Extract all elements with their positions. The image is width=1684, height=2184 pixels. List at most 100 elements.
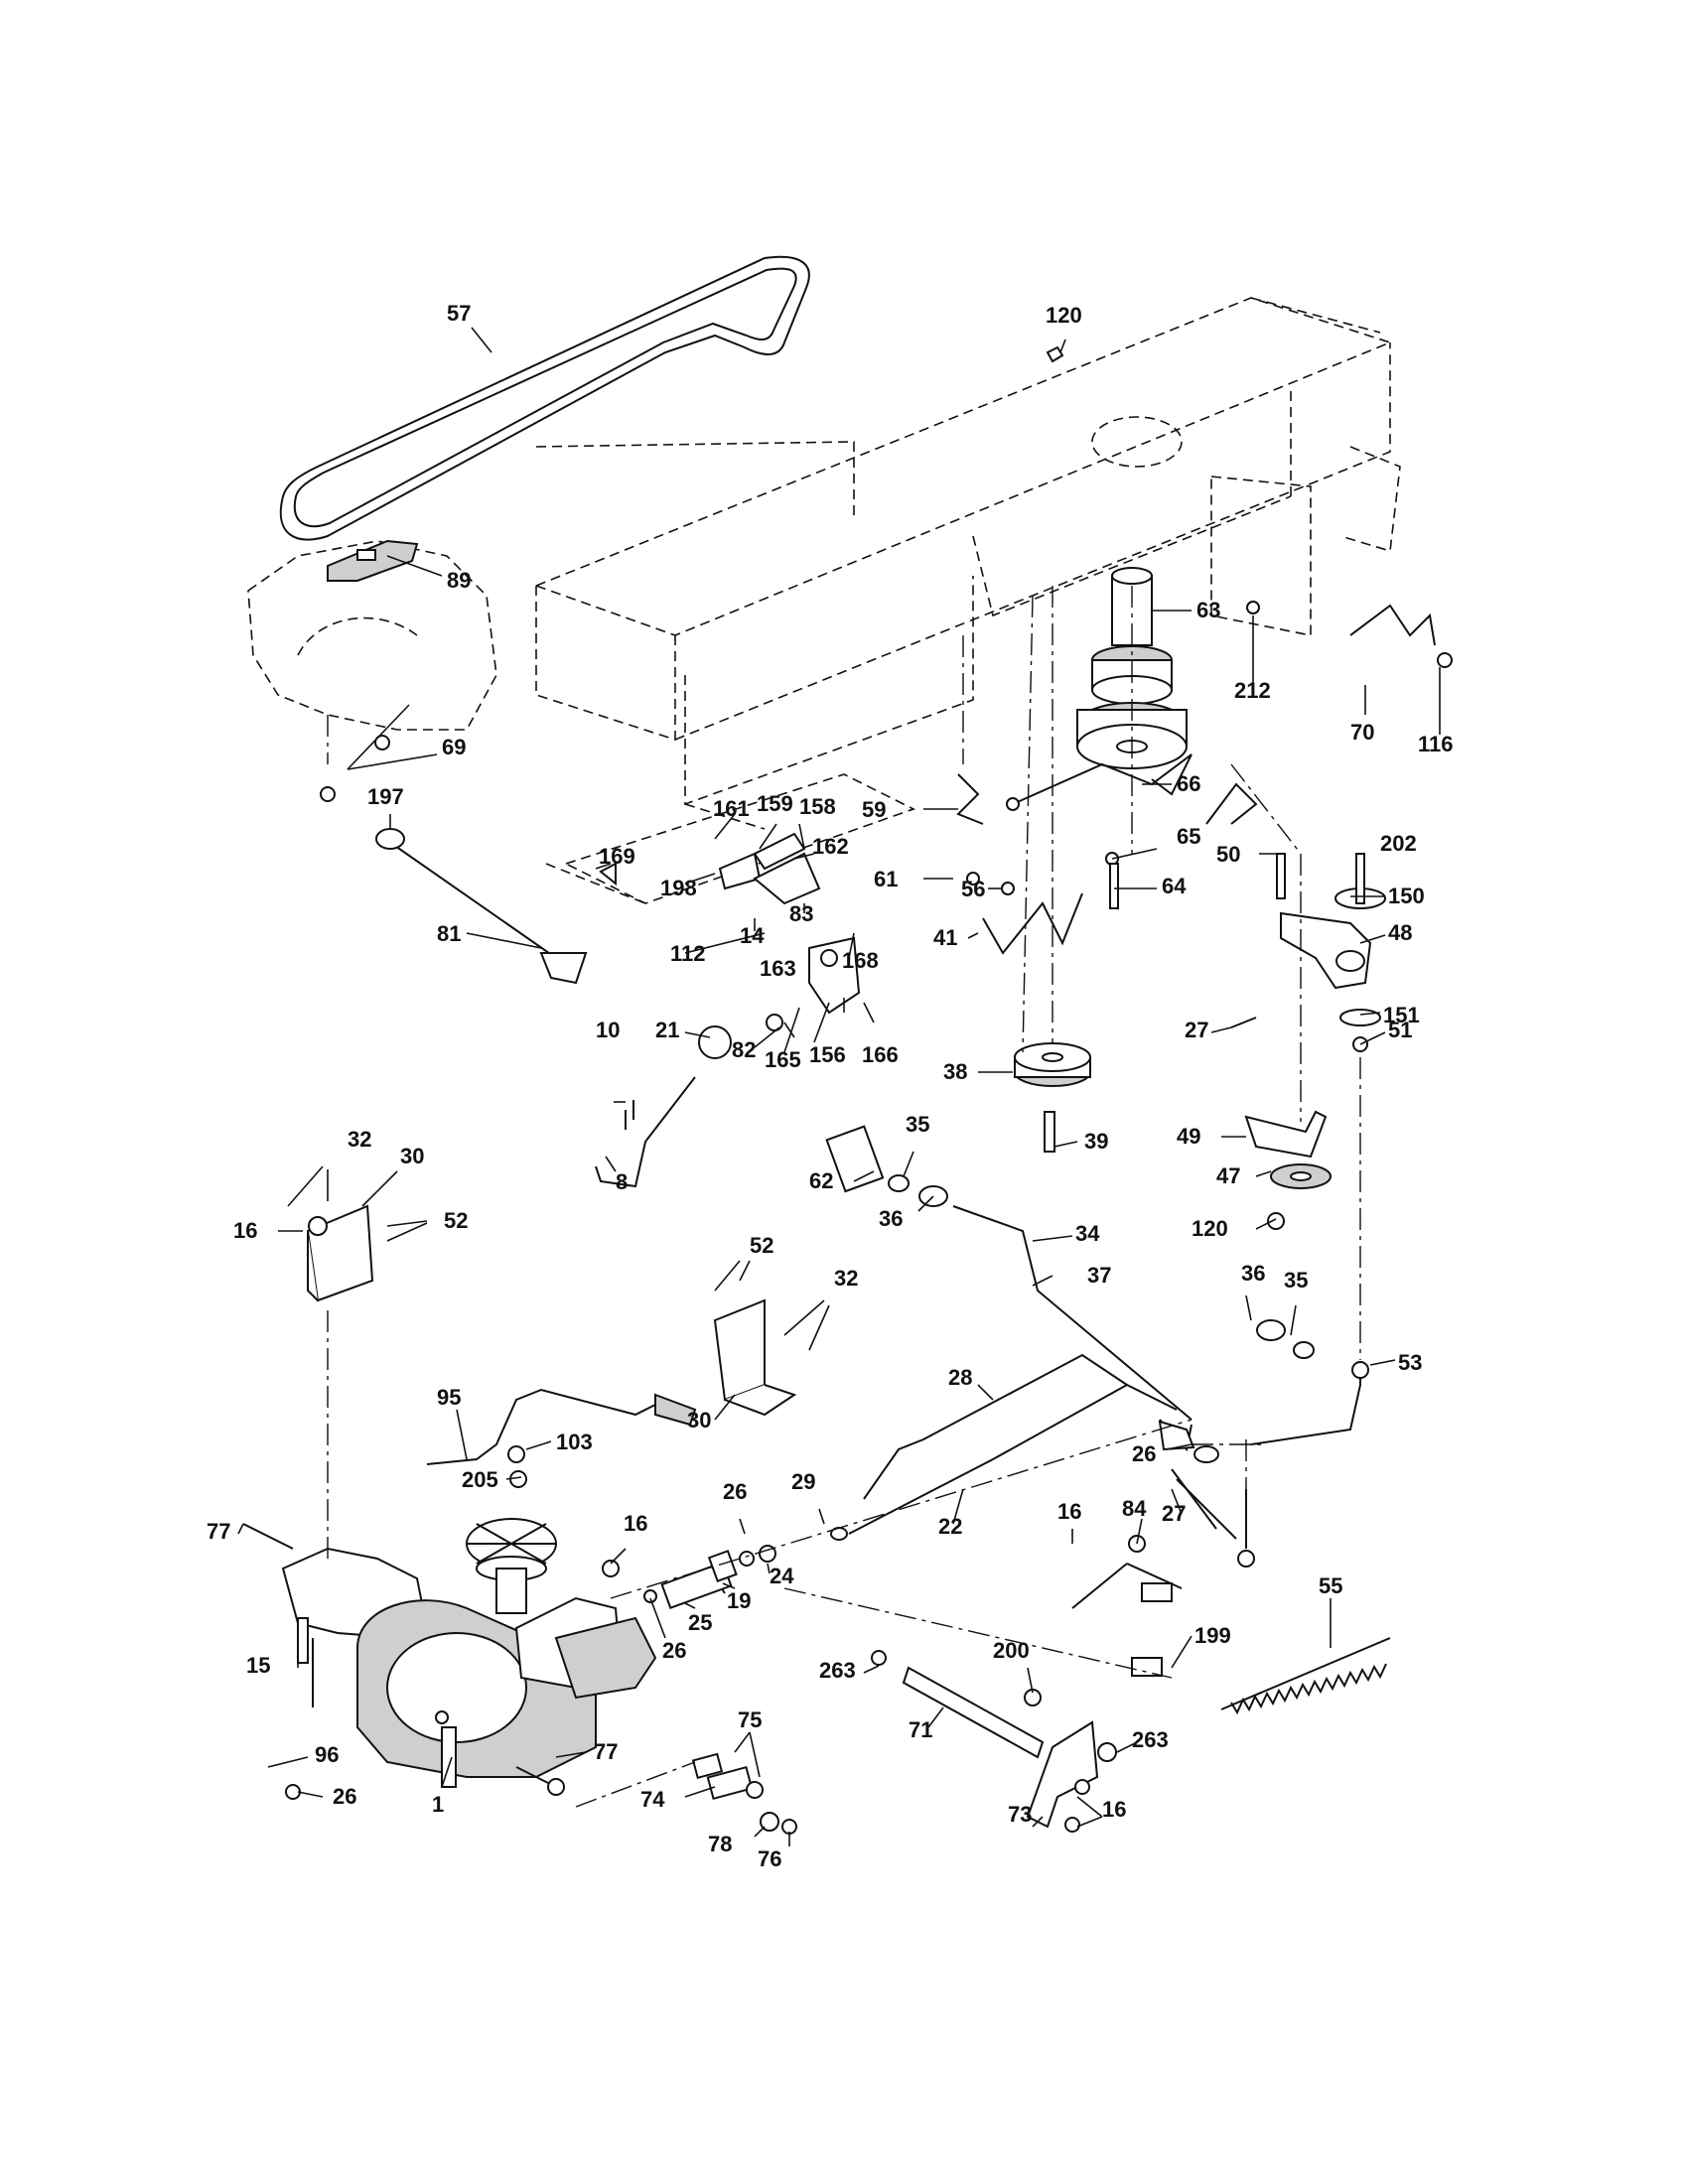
label-168: 168 — [842, 948, 879, 973]
label-51: 51 — [1388, 1018, 1412, 1042]
label-47: 47 — [1216, 1163, 1240, 1188]
rods-and-levers — [375, 828, 732, 1188]
label-77-right: 77 — [594, 1739, 618, 1764]
label-65: 65 — [1177, 824, 1200, 849]
link-84 — [1071, 1535, 1183, 1677]
label-120-lower: 120 — [1192, 1216, 1228, 1241]
cross-shaft-34 — [825, 1125, 1315, 1452]
label-16-right: 16 — [1057, 1499, 1081, 1524]
spring-55 — [1220, 1637, 1391, 1715]
label-61: 61 — [874, 867, 898, 891]
label-26-upper: 26 — [723, 1479, 747, 1504]
label-35-right: 35 — [1284, 1268, 1308, 1293]
label-83: 83 — [789, 901, 813, 926]
label-29: 29 — [791, 1469, 815, 1494]
chassis-frame — [247, 297, 1401, 904]
label-15: 15 — [246, 1653, 270, 1678]
idler-pulley-38 — [1014, 1042, 1091, 1153]
label-202: 202 — [1380, 831, 1417, 856]
motion-brackets-30 — [306, 1204, 797, 1417]
label-37: 37 — [1087, 1263, 1111, 1288]
label-26-lower: 26 — [662, 1638, 686, 1663]
label-10: 10 — [596, 1018, 620, 1042]
label-263-right: 263 — [1132, 1727, 1169, 1752]
label-22: 22 — [938, 1514, 962, 1539]
label-35-upper: 35 — [906, 1112, 929, 1137]
shift-rod-95 — [426, 1388, 697, 1488]
drive-belt-57 — [279, 255, 810, 541]
label-151: 151 — [1383, 1003, 1420, 1027]
label-78: 78 — [708, 1832, 732, 1856]
linkage-rods — [830, 1353, 1369, 1568]
label-38: 38 — [943, 1059, 967, 1084]
alignment-lines — [327, 586, 1361, 1808]
lever-71 — [871, 1650, 1117, 1833]
label-32-mid: 32 — [834, 1266, 858, 1291]
label-1: 1 — [432, 1792, 444, 1817]
label-53: 53 — [1398, 1350, 1422, 1375]
label-52-left: 52 — [444, 1208, 468, 1233]
label-24: 24 — [770, 1564, 794, 1588]
leader-lines — [237, 327, 1441, 1846]
part-labels: 57 89 69 120 63 212 70 116 66 197 161 15… — [207, 301, 1454, 1871]
label-26-mid: 26 — [1132, 1441, 1156, 1466]
label-198: 198 — [660, 876, 697, 900]
label-27-lower: 27 — [1162, 1501, 1186, 1526]
label-95: 95 — [437, 1385, 461, 1410]
label-41: 41 — [933, 925, 957, 950]
label-263-left: 263 — [819, 1658, 856, 1683]
label-75: 75 — [738, 1707, 762, 1732]
label-36-right: 36 — [1241, 1261, 1265, 1286]
idler-bracket-48 — [1244, 887, 1386, 1189]
label-21: 21 — [655, 1018, 679, 1042]
label-163: 163 — [760, 956, 796, 981]
label-165: 165 — [765, 1047, 801, 1072]
fasteners — [285, 345, 1453, 1800]
label-120: 120 — [1046, 303, 1082, 328]
springs — [956, 604, 1436, 955]
label-34: 34 — [1075, 1221, 1100, 1246]
label-197: 197 — [367, 784, 404, 809]
pivot-bracket — [599, 832, 861, 1031]
label-64: 64 — [1162, 874, 1187, 898]
label-77-left: 77 — [207, 1519, 230, 1544]
label-30-left: 30 — [400, 1144, 424, 1168]
label-150: 150 — [1388, 884, 1425, 908]
label-52-mid: 52 — [750, 1233, 773, 1258]
label-70: 70 — [1350, 720, 1374, 745]
label-14: 14 — [740, 923, 765, 948]
label-63: 63 — [1196, 598, 1220, 622]
label-89: 89 — [447, 568, 471, 593]
label-76: 76 — [758, 1846, 781, 1871]
label-212: 212 — [1234, 678, 1271, 703]
label-158: 158 — [799, 794, 836, 819]
label-25: 25 — [688, 1610, 712, 1635]
label-50: 50 — [1216, 842, 1240, 867]
label-62: 62 — [809, 1168, 833, 1193]
belt-guide-89 — [327, 539, 419, 582]
label-161: 161 — [713, 796, 750, 821]
label-32-left: 32 — [348, 1127, 371, 1152]
label-39: 39 — [1084, 1129, 1108, 1154]
label-73: 73 — [1008, 1802, 1032, 1827]
label-116: 116 — [1418, 732, 1454, 756]
label-16-bottom: 16 — [1102, 1797, 1126, 1822]
label-199: 199 — [1194, 1623, 1231, 1648]
label-8: 8 — [616, 1169, 628, 1194]
label-159: 159 — [757, 791, 793, 816]
axle-spacers — [691, 1752, 797, 1835]
label-69: 69 — [442, 735, 466, 759]
label-56: 56 — [961, 877, 985, 901]
label-36-upper: 36 — [879, 1206, 903, 1231]
label-27-upper: 27 — [1185, 1018, 1208, 1042]
label-162: 162 — [812, 834, 849, 859]
label-112: 112 — [670, 941, 706, 966]
label-19: 19 — [727, 1588, 751, 1613]
label-66: 66 — [1177, 771, 1200, 796]
label-55: 55 — [1319, 1573, 1342, 1598]
label-205: 205 — [462, 1467, 498, 1492]
label-49: 49 — [1177, 1124, 1200, 1149]
label-16-mid: 16 — [624, 1511, 647, 1536]
label-96: 96 — [315, 1742, 339, 1767]
